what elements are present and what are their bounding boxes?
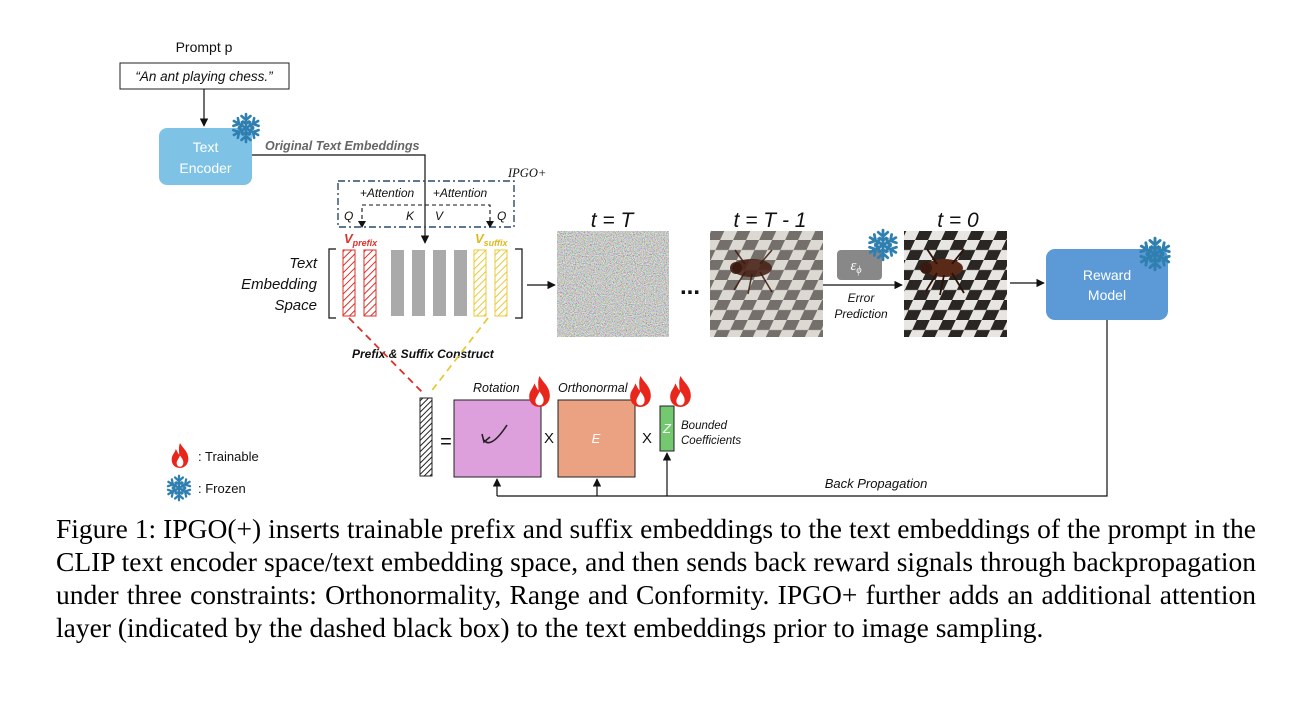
attention-v: V — [435, 209, 444, 223]
ant-image-partial — [710, 231, 823, 337]
flame-icon — [670, 376, 691, 407]
legend-frozen: : Frozen — [198, 481, 246, 496]
equals-sign: = — [440, 431, 452, 453]
prefix-embedding-bar — [363, 249, 377, 317]
bounded-coefficients-label: Bounded — [681, 420, 728, 432]
attention-q-right-arrowhead — [486, 221, 494, 228]
prefix-construct-line — [348, 317, 424, 394]
error-prediction-label-2: Prediction — [834, 307, 888, 321]
prompt-box — [119, 62, 290, 90]
text-encoder-label-2: Encoder — [179, 160, 231, 176]
embedding-space-label: Text — [289, 255, 318, 272]
reward-model-box — [1046, 249, 1168, 320]
prompt-label: Prompt p — [176, 39, 233, 55]
attention-dashed-path — [361, 204, 491, 226]
orthonormal-label: Orthonormal — [558, 381, 629, 395]
orthonormal-e-label: E — [592, 431, 601, 446]
prefix-embedding-bar — [342, 249, 356, 317]
embedding-bracket-left — [328, 248, 336, 319]
text-embedding-bar — [433, 250, 446, 316]
flame-icon — [529, 376, 550, 407]
ipgo-figure: Prompt p “An ant playing chess.” Text En… — [119, 39, 1300, 505]
bounded-coefficients-label-2: Coefficients — [681, 435, 741, 447]
prefix-suffix-label: Prefix & Suffix Construct — [352, 347, 495, 361]
embedding-bracket-right — [515, 248, 523, 319]
rotation-matrix — [453, 399, 542, 478]
original-embeddings-label: Original Text Embeddings — [265, 139, 419, 153]
constructed-vector — [419, 397, 433, 477]
prompt-text: “An ant playing chess.” — [135, 69, 273, 84]
figure-caption: Figure 1: IPGO(+) inserts trainable pref… — [56, 513, 1256, 643]
attention-left-label: +Attention — [360, 186, 415, 200]
attention-right-label: +Attention — [433, 186, 488, 200]
reward-model-label-2: Model — [1088, 287, 1126, 303]
suffix-embedding-bar — [473, 249, 487, 317]
text-embedding-bar — [391, 250, 404, 316]
orthonormal-matrix — [557, 399, 636, 478]
embedding-space-label-2: Embedding — [241, 276, 318, 293]
text-encoder-box — [159, 128, 252, 185]
ipgo-plus-attention-box — [337, 180, 515, 228]
times-sign-1: X — [544, 430, 554, 447]
error-predictor-box — [837, 250, 882, 280]
epsilon-phi-label: εϕ — [850, 258, 861, 276]
snowflake-icon — [166, 476, 191, 501]
legend-trainable: : Trainable — [198, 449, 259, 464]
timestep-label-t-T: t = T — [591, 209, 636, 232]
embedding-space-label-3: Space — [274, 297, 317, 314]
attention-q-left-arrowhead — [358, 221, 366, 228]
suffix-embedding-bar — [494, 249, 508, 317]
flame-icon — [630, 376, 651, 407]
timestep-label-t-T-minus-1: t = T - 1 — [734, 209, 807, 232]
original-embeddings-arrow — [252, 154, 430, 244]
back-propagation-label: Back Propagation — [825, 476, 928, 491]
v-prefix-label: Vprefix — [344, 231, 378, 248]
attention-q-right: Q — [497, 209, 506, 223]
times-sign-2: X — [642, 430, 652, 447]
ipgo-plus-label: IPGO+ — [507, 166, 546, 180]
noise-image — [557, 231, 669, 337]
timestep-label-t-0: t = 0 — [937, 209, 979, 232]
flame-icon — [171, 443, 189, 468]
reward-model-label: Reward — [1083, 267, 1131, 283]
suffix-construct-line — [429, 317, 489, 394]
rotation-arrowhead-icon — [481, 433, 491, 444]
back-propagation-path — [497, 320, 1108, 497]
ellipsis: ... — [680, 273, 700, 300]
v-suffix-label: Vsuffix — [475, 231, 509, 248]
z-label: Z — [662, 421, 672, 436]
text-embedding-bar — [454, 250, 467, 316]
text-encoder-label: Text — [193, 139, 219, 155]
error-prediction-label: Error — [848, 291, 876, 305]
rotation-label: Rotation — [473, 381, 520, 395]
bounded-coefficients-vector — [659, 405, 675, 452]
text-embedding-bar — [412, 250, 425, 316]
ant-image-final — [904, 231, 1007, 337]
attention-k: K — [406, 209, 415, 223]
attention-q-left: Q — [344, 209, 353, 223]
